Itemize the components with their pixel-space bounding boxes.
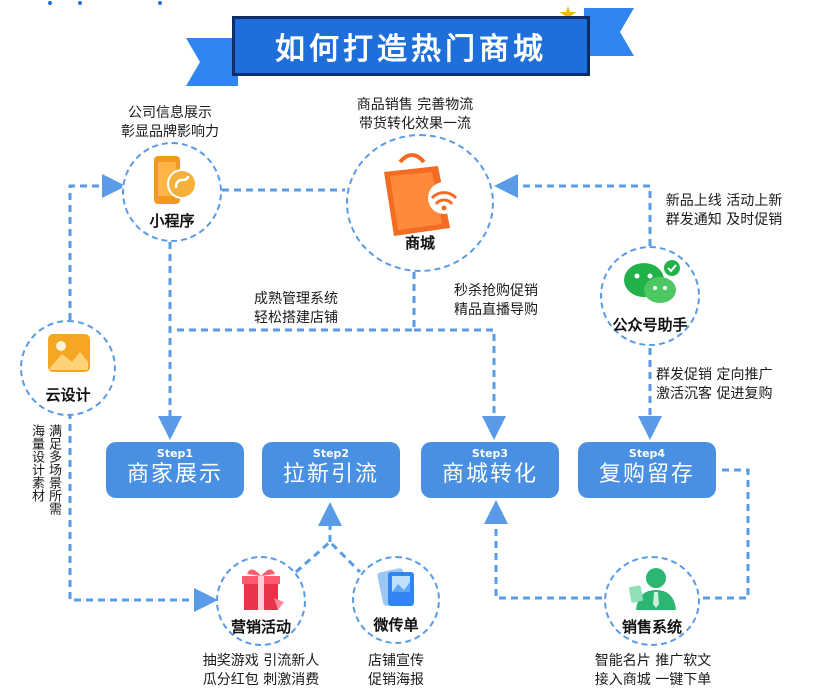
step4-box: Step4 复购留存 <box>578 442 716 498</box>
top-dots-decoration <box>48 1 162 5</box>
group-promotion-annotation: 群发促销 定向推广激活沉客 促进复购 <box>656 367 773 402</box>
step2-tag: Step2 <box>312 447 350 460</box>
micro-flyer-caption: 店铺宣传促销海报 <box>368 653 424 688</box>
micro-flyer-label: 微传单 <box>373 616 419 634</box>
step3-name: 商城转化 <box>441 462 538 487</box>
step1-tag: Step1 <box>156 447 194 460</box>
step4-tag: Step4 <box>628 447 666 460</box>
official-account-label: 公众号助手 <box>612 316 688 334</box>
salesperson-icon <box>629 568 676 610</box>
mall-node: 商城 <box>346 134 494 272</box>
marketing-caption: 抽奖游戏 引流新人瓜分红包 刺激消费 <box>202 653 320 688</box>
step1-name: 商家展示 <box>126 462 223 487</box>
gift-box-icon <box>242 569 284 610</box>
miniprogram-label: 小程序 <box>149 212 195 230</box>
miniprogram-caption: 公司信息展示彰显品牌影响力 <box>121 105 219 140</box>
mall-label: 商城 <box>404 234 435 252</box>
step4-name: 复购留存 <box>598 462 695 487</box>
cloud-design-caption: 满足多场景所需海量设计素材 <box>29 424 61 515</box>
mature-system-annotation: 成熟管理系统轻松搭建店铺 <box>254 291 338 326</box>
cloud-design-label: 云设计 <box>45 386 91 404</box>
flash-sale-annotation: 秒杀抢购促销精品直播导购 <box>454 283 538 318</box>
step3-tag: Step3 <box>471 447 509 460</box>
cloud-design-node: 云设计 <box>20 320 116 416</box>
step2-box: Step2 拉新引流 <box>262 442 400 498</box>
step2-name: 拉新引流 <box>282 462 379 487</box>
step3-box: Step3 商城转化 <box>421 442 559 498</box>
sales-system-caption: 智能名片 推广软文接入商城 一键下单 <box>594 653 712 688</box>
marketing-node: 营销活动 <box>216 556 306 646</box>
micro-flyer-node: 微传单 <box>352 556 440 644</box>
official-account-node: 公众号助手 <box>600 246 700 346</box>
sales-system-node: 销售系统 <box>604 556 700 646</box>
marketing-label: 营销活动 <box>230 618 291 636</box>
wechat-icon <box>624 260 680 303</box>
flyer-poster-icon <box>377 568 414 606</box>
page-title: 如何打造热门商城 <box>232 16 590 76</box>
miniprogram-node: 小程序 <box>122 142 222 242</box>
shopping-bag-icon <box>384 153 460 236</box>
step1-box: Step1 商家展示 <box>106 442 244 498</box>
banner-star-icon <box>560 6 576 22</box>
official-caption: 新品上线 活动上新群发通知 及时促销 <box>665 193 783 228</box>
mall-caption: 商品销售 完善物流带货转化效果一流 <box>356 97 474 132</box>
image-picture-icon <box>48 334 90 372</box>
sales-system-label: 销售系统 <box>621 618 682 636</box>
phone-miniprogram-icon <box>154 156 197 204</box>
